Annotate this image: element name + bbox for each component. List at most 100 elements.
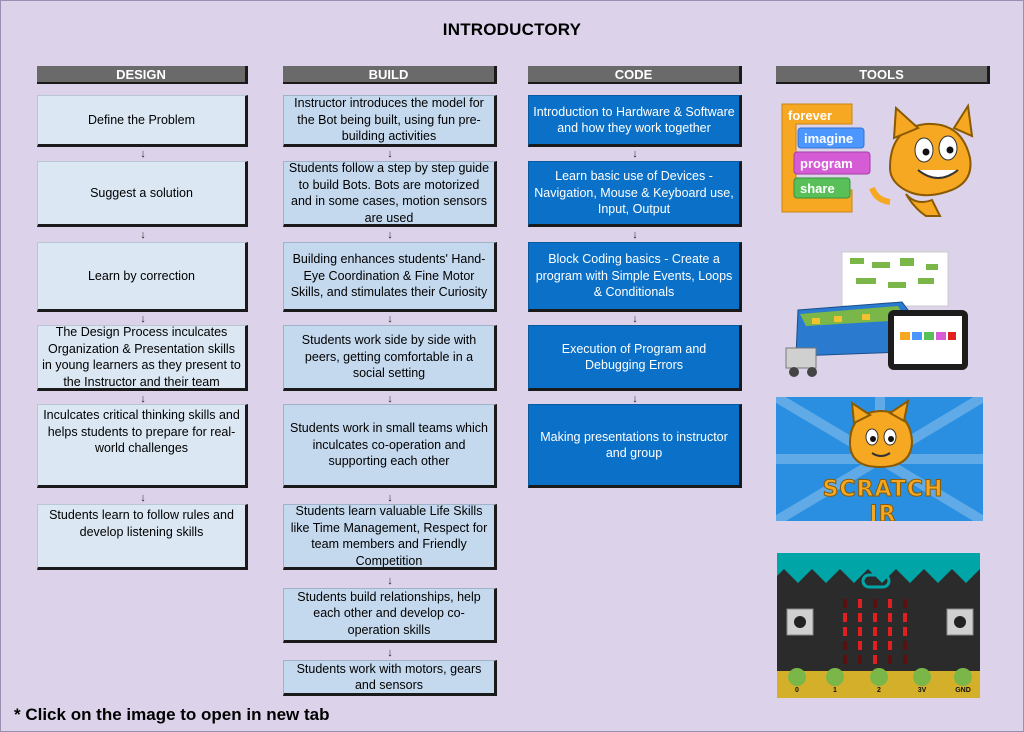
build-step-small-teams: Students work in small teams which incul… — [283, 404, 497, 488]
led — [843, 655, 847, 664]
led — [903, 613, 907, 622]
build-step-hand-eye: Building enhances students' Hand-Eye Coo… — [283, 242, 497, 312]
code-step-text: Block Coding basics - Create a program w… — [535, 252, 733, 300]
led — [888, 627, 892, 636]
design-step-learn-by-correction: Learn by correction — [37, 242, 248, 312]
pin-1-label: 1 — [833, 687, 837, 694]
led — [903, 641, 907, 650]
pin-0-label: 0 — [795, 687, 799, 694]
arrow-down-icon: ↓ — [632, 229, 638, 241]
led — [858, 627, 862, 636]
led — [873, 641, 877, 650]
click-hint-text: * Click on the image to open in new tab — [14, 705, 330, 724]
code-step-hardware-software: Introduction to Hardware & Software and … — [528, 95, 742, 147]
microbit-board-image[interactable]: 0 1 2 3V GND — [777, 553, 980, 698]
design-step-design-process: The Design Process inculcates Organizati… — [37, 325, 248, 391]
pin-3v-label: 3V — [918, 687, 927, 694]
led — [903, 599, 907, 608]
led — [858, 655, 862, 664]
column-header-build: BUILD — [283, 66, 497, 84]
robotics-kit-icon — [785, 251, 968, 377]
led — [903, 655, 907, 664]
build-step-text: Students work in small teams which incul… — [290, 421, 488, 469]
column-header-code: CODE — [528, 66, 742, 84]
scratch-cat-icon — [869, 103, 974, 217]
build-step-step-by-step: Students follow a step by step guide to … — [283, 161, 497, 227]
led — [843, 613, 847, 622]
build-step-text: Students learn valuable Life Skills like… — [290, 504, 488, 568]
block-forever-label: forever — [788, 108, 832, 123]
scratch-logo-image[interactable]: forever imagine program share — [778, 98, 974, 222]
led — [888, 599, 892, 608]
led — [858, 599, 862, 608]
code-step-basic-devices: Learn basic use of Devices - Navigation,… — [528, 161, 742, 227]
arrow-down-icon: ↓ — [632, 148, 638, 160]
scratch-blocks-icon: forever imagine program share — [781, 103, 974, 217]
led — [843, 641, 847, 650]
led — [888, 655, 892, 664]
led — [873, 599, 877, 608]
build-step-text: Students work side by side with peers, g… — [301, 333, 477, 381]
led — [873, 627, 877, 636]
led — [888, 613, 892, 622]
code-step-text: Execution of Program and Debugging Error… — [561, 341, 707, 373]
design-step-follow-rules: Students learn to follow rules and devel… — [37, 504, 248, 570]
design-step-text: Learn by correction — [87, 268, 195, 283]
design-step-text: Suggest a solution — [90, 185, 193, 200]
pin-gnd-label: GND — [955, 687, 971, 694]
scratchjr-logo-image[interactable]: SCRATCH JR — [776, 397, 983, 521]
arrow-down-icon: ↓ — [140, 229, 146, 241]
arrow-down-icon: ↓ — [140, 393, 146, 405]
design-step-text: Students learn to follow rules and devel… — [49, 508, 234, 539]
code-step-block-coding: Block Coding basics - Create a program w… — [528, 242, 742, 312]
led — [873, 655, 877, 664]
arrow-down-icon: ↓ — [140, 313, 146, 325]
design-step-text: Define the Problem — [87, 112, 195, 127]
build-step-motors-gears: Students work with motors, gears and sen… — [283, 660, 497, 696]
design-step-suggest-solution: Suggest a solution — [37, 161, 248, 227]
arrow-down-icon: ↓ — [387, 229, 393, 241]
arrow-down-icon: ↓ — [632, 313, 638, 325]
design-step-critical-thinking: Inculcates critical thinking skills and … — [37, 404, 248, 488]
page-title: INTRODUCTORY — [442, 20, 582, 39]
design-step-define-problem: Define the Problem — [37, 95, 248, 147]
build-step-side-by-side: Students work side by side with peers, g… — [283, 325, 497, 391]
build-step-text: Students build relationships, help each … — [297, 589, 481, 637]
code-step-execution-debugging: Execution of Program and Debugging Error… — [528, 325, 742, 391]
design-step-text: The Design Process inculcates Organizati… — [42, 325, 241, 389]
arrow-down-icon: ↓ — [387, 313, 393, 325]
led — [843, 599, 847, 608]
build-step-life-skills: Students learn valuable Life Skills like… — [283, 504, 497, 570]
build-step-text: Students follow a step by step guide to … — [288, 161, 490, 225]
lego-wedo-kit-image[interactable] — [776, 248, 976, 380]
build-step-text: Instructor introduces the model for the … — [294, 96, 484, 144]
block-program-label: program — [800, 156, 853, 171]
block-share-label: share — [800, 181, 835, 196]
arrow-down-icon: ↓ — [140, 492, 146, 504]
led — [888, 641, 892, 650]
pin-2-label: 2 — [877, 687, 881, 694]
code-step-text: Learn basic use of Devices - Navigation,… — [534, 169, 734, 217]
arrow-down-icon: ↓ — [387, 575, 393, 587]
led — [843, 627, 847, 636]
build-step-text: Students work with motors, gears and sen… — [296, 661, 482, 693]
led — [858, 613, 862, 622]
led — [903, 627, 907, 636]
arrow-down-icon: ↓ — [140, 148, 146, 160]
column-header-design: DESIGN — [37, 66, 248, 84]
arrow-down-icon: ↓ — [632, 393, 638, 405]
arrow-down-icon: ↓ — [387, 492, 393, 504]
scratchjr-cat-icon — [776, 397, 983, 521]
scratchjr-wordmark: SCRATCH JR — [822, 477, 944, 522]
microbit-icon: 0 1 2 3V GND — [777, 553, 980, 698]
build-step-instructor-intro: Instructor introduces the model for the … — [283, 95, 497, 147]
column-header-tools: TOOLS — [776, 66, 990, 84]
led — [858, 641, 862, 650]
design-step-text: Inculcates critical thinking skills and … — [43, 408, 240, 455]
build-step-relationships: Students build relationships, help each … — [283, 588, 497, 643]
arrow-down-icon: ↓ — [387, 148, 393, 160]
block-imagine-label: imagine — [804, 131, 853, 146]
code-step-presentations: Making presentations to instructor and g… — [528, 404, 742, 488]
arrow-down-icon: ↓ — [387, 393, 393, 405]
arrow-down-icon: ↓ — [387, 647, 393, 659]
